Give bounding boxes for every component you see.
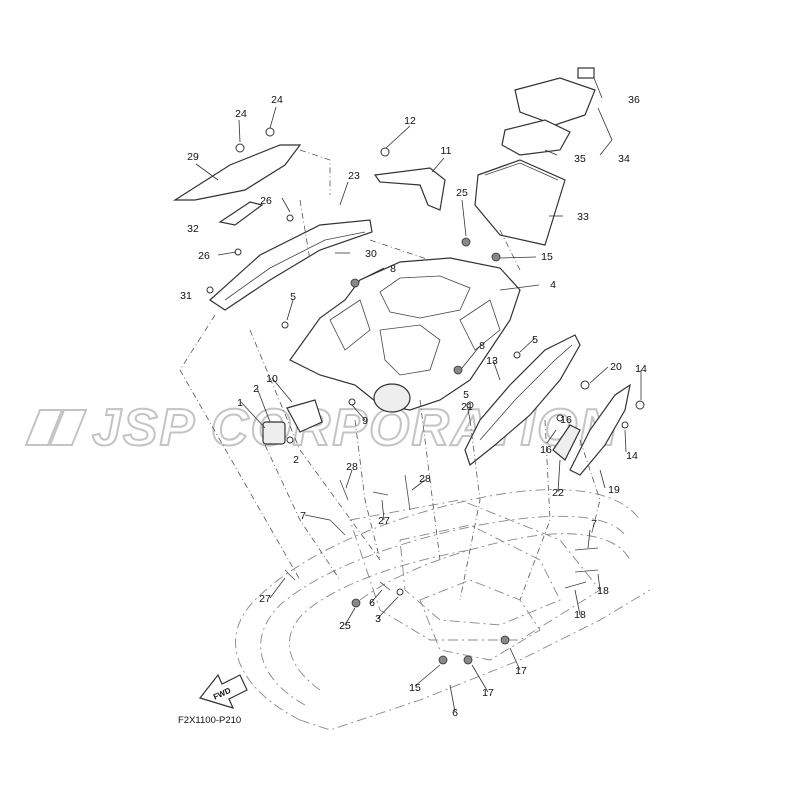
- callout-17a: 17: [515, 665, 527, 677]
- part-22: [552, 424, 581, 461]
- callout-27b: 27: [259, 593, 271, 605]
- callout-28a: 28: [346, 461, 358, 473]
- lid-assembly-34: [501, 67, 596, 156]
- callout-9: 9: [362, 415, 368, 427]
- callout-14b: 14: [626, 450, 638, 462]
- callout-11: 11: [441, 145, 452, 157]
- callout-36: 36: [628, 94, 640, 106]
- callout-19: 19: [608, 484, 620, 496]
- callout-6a: 6: [369, 597, 375, 609]
- callout-5c: 5: [463, 389, 469, 401]
- callout-32: 32: [187, 223, 199, 235]
- callout-30: 30: [365, 248, 377, 260]
- callout-34: 34: [618, 153, 630, 165]
- callout-15b: 15: [409, 682, 421, 694]
- callout-31: 31: [180, 290, 192, 302]
- callout-10: 10: [266, 373, 278, 385]
- callout-25a: 25: [456, 187, 468, 199]
- left-cover-part: [209, 219, 373, 311]
- callout-7a: 7: [300, 510, 306, 522]
- main-deck-part: [289, 257, 521, 413]
- leader-lines: [195, 77, 642, 713]
- bolts: [206, 127, 645, 596]
- callout-18a: 18: [597, 585, 609, 597]
- callout-35: 35: [574, 153, 586, 165]
- callout-5a: 5: [290, 291, 296, 303]
- callout-12: 12: [404, 115, 416, 127]
- fwd-arrow: FWD: [198, 673, 248, 709]
- callout-18b: 18: [574, 609, 586, 621]
- callout-23: 23: [348, 170, 360, 182]
- callout-33: 33: [577, 211, 589, 223]
- callout-17b: 17: [482, 687, 494, 699]
- nuts: [350, 237, 510, 665]
- callout-1: 1: [237, 397, 243, 409]
- storage-bin-33: [474, 159, 566, 246]
- callout-4: 4: [550, 279, 556, 291]
- pins: [284, 474, 599, 591]
- callout-8b: 8: [479, 340, 485, 352]
- callout-20: 20: [610, 361, 622, 373]
- part-1: [262, 421, 286, 445]
- callout-16a: 16: [560, 414, 572, 426]
- callout-2b: 2: [293, 454, 299, 466]
- hull-outline: [235, 489, 651, 731]
- part-10: [286, 399, 323, 433]
- callout-29: 29: [187, 151, 199, 163]
- callout-26b: 26: [198, 250, 210, 262]
- callout-25b: 25: [339, 620, 351, 632]
- callout-14a: 14: [635, 363, 647, 375]
- callout-labels: 24 24 29 12 11 23 25 36 35 34 33 32 26 2…: [180, 94, 647, 719]
- callout-24b: 24: [271, 94, 283, 106]
- right-cover-13: [464, 334, 581, 467]
- callout-6b: 6: [452, 707, 458, 719]
- callout-15a: 15: [541, 251, 553, 263]
- callout-13: 13: [486, 355, 498, 367]
- callout-7b: 7: [591, 518, 597, 530]
- callout-8a: 8: [390, 263, 396, 275]
- part-29: [172, 144, 302, 201]
- assembly-lines: [179, 149, 601, 601]
- diagram-code: F2X1100-P210: [178, 715, 241, 726]
- callout-2a: 2: [253, 383, 259, 395]
- callout-22: 22: [552, 487, 564, 499]
- callout-3: 3: [375, 613, 381, 625]
- callout-5b: 5: [532, 334, 538, 346]
- callout-21: 21: [461, 401, 473, 413]
- callout-24a: 24: [235, 108, 247, 120]
- part-32: [218, 201, 264, 226]
- callout-27a: 27: [378, 515, 390, 527]
- part-11: [373, 167, 446, 211]
- part-19: [569, 383, 631, 476]
- callout-26a: 26: [260, 195, 272, 207]
- callout-28b: 28: [419, 473, 431, 485]
- callout-16b: 16: [540, 444, 552, 456]
